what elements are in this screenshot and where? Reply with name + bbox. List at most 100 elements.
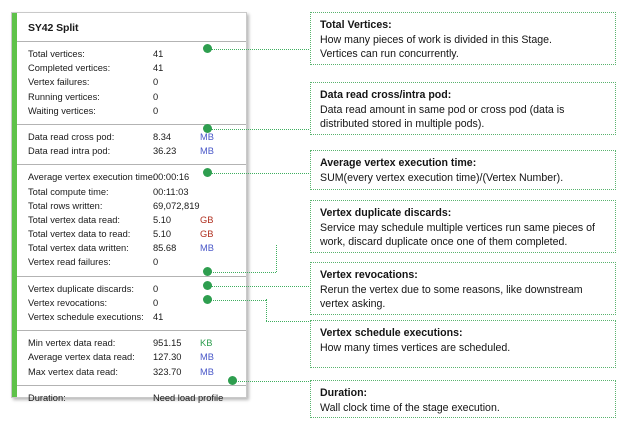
stat-unit: GB bbox=[200, 214, 214, 225]
stat-label: Total vertices: bbox=[28, 49, 85, 59]
stat-row: Vertex revocations:0 bbox=[28, 296, 246, 310]
stat-value: 0 bbox=[153, 91, 159, 102]
connector-dot-vertex-revocations bbox=[203, 281, 212, 290]
stat-row: Vertex read failures:0 bbox=[28, 255, 246, 269]
connector-line-schedule-exec-h bbox=[211, 299, 266, 301]
stat-row: Total rows written: 69,072,819 bbox=[28, 199, 246, 213]
stat-label: Total rows written: bbox=[28, 200, 103, 211]
connector-dot-vertex-schedule-exec bbox=[203, 295, 212, 304]
stat-label: Average vertex execution time: bbox=[28, 172, 156, 183]
note-box-data-read-pod: Data read cross/intra pod: Data read amo… bbox=[310, 82, 616, 135]
stat-label: Min vertex data read: bbox=[28, 338, 116, 349]
stat-row: Min vertex data read: 951.15 KB bbox=[28, 336, 246, 350]
stat-value: 36.23 bbox=[153, 146, 177, 157]
stage-statistics-panel: SY42 Split Total vertices: 41 Completed v… bbox=[11, 12, 247, 403]
stat-unit: MB bbox=[200, 243, 214, 254]
note-title: Average vertex execution time: bbox=[320, 157, 477, 169]
stat-label: Max vertex data read: bbox=[28, 366, 118, 377]
stat-label: Total vertex data read: bbox=[28, 214, 120, 225]
note-body-line: SUM(every vertex execution time)/(Vertex… bbox=[320, 171, 564, 184]
connector-dot-total-vertices bbox=[203, 44, 212, 53]
stat-label: Total vertex data to read: bbox=[28, 229, 131, 240]
note-box-total-vertices: Total Vertices: How many pieces of work … bbox=[310, 12, 616, 65]
stat-group-execution-totals: Average vertex execution time:00:00:16 T… bbox=[17, 164, 246, 275]
stat-label: Vertex read failures: bbox=[28, 257, 111, 268]
stat-value: 41 bbox=[153, 49, 164, 59]
stat-value: 951.15 bbox=[153, 338, 182, 349]
connector-dot-avg-vertex-exec-time bbox=[203, 168, 212, 177]
note-body-line: How many pieces of work is divided in th… bbox=[320, 33, 552, 46]
stat-unit: MB bbox=[200, 366, 214, 377]
note-title: Vertex revocations: bbox=[320, 269, 418, 281]
note-body-line: vertex asking. bbox=[320, 298, 386, 310]
stat-label: Total compute time: bbox=[28, 186, 109, 197]
stat-value: 0 bbox=[153, 77, 159, 88]
panel-content: SY42 Split Total vertices: 41 Completed v… bbox=[17, 13, 246, 403]
stat-unit: MB bbox=[200, 352, 214, 363]
stat-value: Need load profile bbox=[153, 392, 224, 403]
connector-line-avg-exec-time-h bbox=[211, 172, 311, 174]
stat-label: Duration: bbox=[28, 392, 66, 403]
stat-row: Total vertex data to read: 5.10 GB bbox=[28, 227, 246, 241]
stat-row: Total compute time: 00:11:03 bbox=[28, 185, 246, 199]
connector-line-duration-h bbox=[236, 380, 311, 382]
stat-label: Vertex schedule executions: bbox=[28, 312, 144, 322]
stat-unit: MB bbox=[200, 131, 214, 142]
connector-line-total-vertices-h bbox=[211, 48, 311, 50]
note-body-line: distributed stored in multiple pods). bbox=[320, 118, 485, 130]
connector-line-duplicate-discards-h bbox=[211, 271, 276, 273]
connector-dot-vertex-duplicate-discards bbox=[203, 267, 212, 276]
connector-line-duplicate-discards-v bbox=[276, 245, 277, 272]
stat-row: Vertex failures:0 bbox=[28, 75, 246, 89]
stat-value: 00:11:03 bbox=[153, 186, 189, 197]
stat-unit: KB bbox=[200, 338, 213, 349]
stat-value: 0 bbox=[153, 283, 159, 294]
stat-value: 5.10 bbox=[153, 214, 172, 225]
stat-row: Total vertex data read: 5.10 GB bbox=[28, 213, 246, 227]
connector-line-schedule-exec-h2 bbox=[266, 320, 311, 322]
stat-row: Vertex schedule executions: 41 bbox=[28, 310, 246, 324]
stat-label: Data read cross pod: bbox=[28, 131, 115, 142]
note-box-vertex-schedule-executions: Vertex schedule executions: How many tim… bbox=[310, 320, 616, 368]
stat-unit: GB bbox=[200, 229, 214, 240]
stat-label: Running vertices: bbox=[28, 91, 100, 102]
stat-group-scheduling: Vertex duplicate discards: 0 Vertex revoc… bbox=[17, 275, 246, 331]
connector-dot-data-read-pod bbox=[203, 124, 212, 133]
panel-title: SY42 Split bbox=[28, 22, 79, 34]
note-box-duration: Duration: Wall clock time of the stage e… bbox=[310, 380, 616, 418]
stat-row: Vertex duplicate discards: 0 bbox=[28, 282, 246, 296]
note-title: Total Vertices: bbox=[320, 19, 392, 31]
note-box-avg-vertex-execution-time: Average vertex execution time: SUM(every… bbox=[310, 150, 616, 190]
stat-row: Duration: Need load profile bbox=[28, 391, 246, 405]
stat-value: 5.10 bbox=[153, 229, 172, 240]
stat-row: Completed vertices:41 bbox=[28, 61, 246, 75]
stat-value: 41 bbox=[153, 312, 164, 322]
note-body-line: Service may schedule multiple vertices r… bbox=[320, 221, 595, 234]
stat-value: 127.30 bbox=[153, 352, 182, 363]
stat-value: 00:00:16 bbox=[153, 172, 190, 183]
stat-row: Waiting vertices:0 bbox=[28, 104, 246, 118]
stat-row: Running vertices: 0 bbox=[28, 90, 246, 104]
stat-value: 69,072,819 bbox=[153, 200, 200, 211]
stat-unit: MB bbox=[200, 146, 214, 157]
stat-row: Average vertex execution time:00:00:16 bbox=[28, 170, 246, 184]
note-body-line: Data read amount in same pod or cross po… bbox=[320, 103, 565, 116]
stat-row: Max vertex data read: 323.70 MB bbox=[28, 365, 246, 379]
stat-label: Waiting vertices: bbox=[28, 105, 96, 116]
note-box-vertex-duplicate-discards: Vertex duplicate discards: Service may s… bbox=[310, 200, 616, 253]
note-body-line: Vertices can run concurrently. bbox=[320, 48, 459, 60]
note-title: Vertex schedule executions: bbox=[320, 327, 463, 339]
note-box-vertex-revocations: Vertex revocations: Rerun the vertex due… bbox=[310, 262, 616, 315]
note-body-line: Wall clock time of the stage execution. bbox=[320, 401, 500, 414]
note-body-line: work, discard duplicate once one of them… bbox=[320, 236, 568, 248]
stat-label: Vertex duplicate discards: bbox=[28, 283, 134, 294]
stat-group-vertex-counts: Total vertices:41 Completed vertices:41 … bbox=[17, 41, 246, 124]
stat-label: Vertex revocations: bbox=[28, 297, 108, 308]
connector-dot-duration bbox=[228, 376, 237, 385]
stat-value: 323.70 bbox=[153, 366, 182, 377]
connector-line-revocations-h bbox=[211, 285, 311, 287]
